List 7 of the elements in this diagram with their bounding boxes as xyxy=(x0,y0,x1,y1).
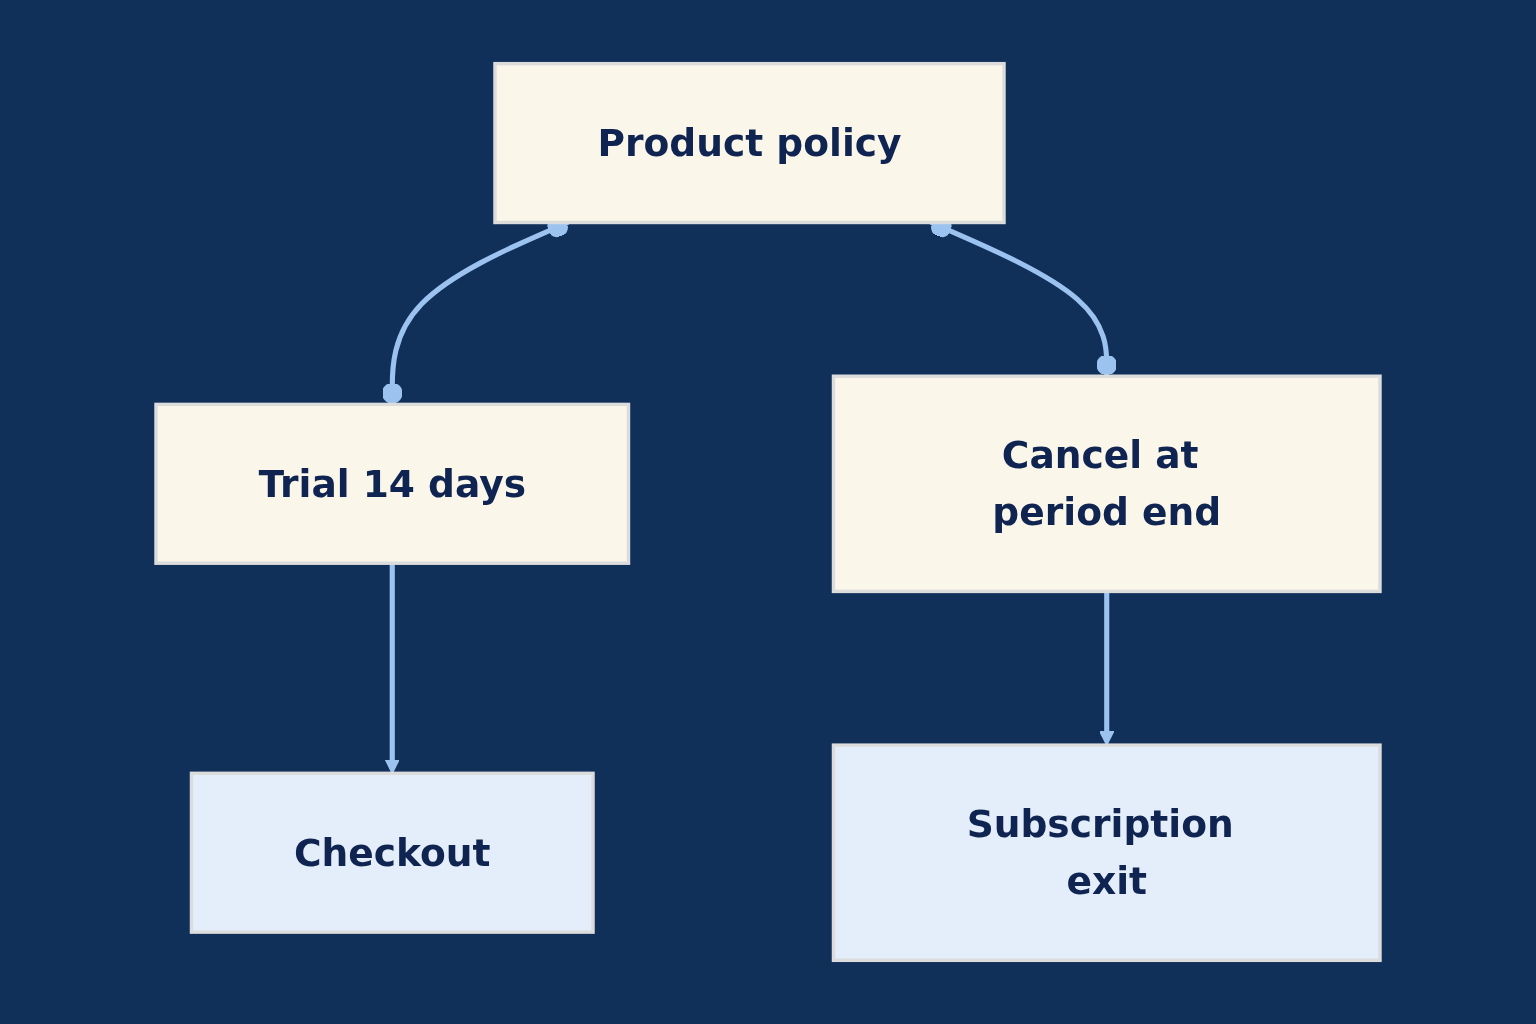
node-box: Subscription exit xyxy=(831,743,1382,963)
node-box: Product policy xyxy=(493,61,1006,225)
node-box: Cancel at period end xyxy=(831,374,1382,594)
arrow xyxy=(384,563,400,774)
node-box: Checkout xyxy=(189,771,595,934)
node-box: Trial 14 days xyxy=(154,402,631,565)
arrow xyxy=(1099,591,1115,746)
